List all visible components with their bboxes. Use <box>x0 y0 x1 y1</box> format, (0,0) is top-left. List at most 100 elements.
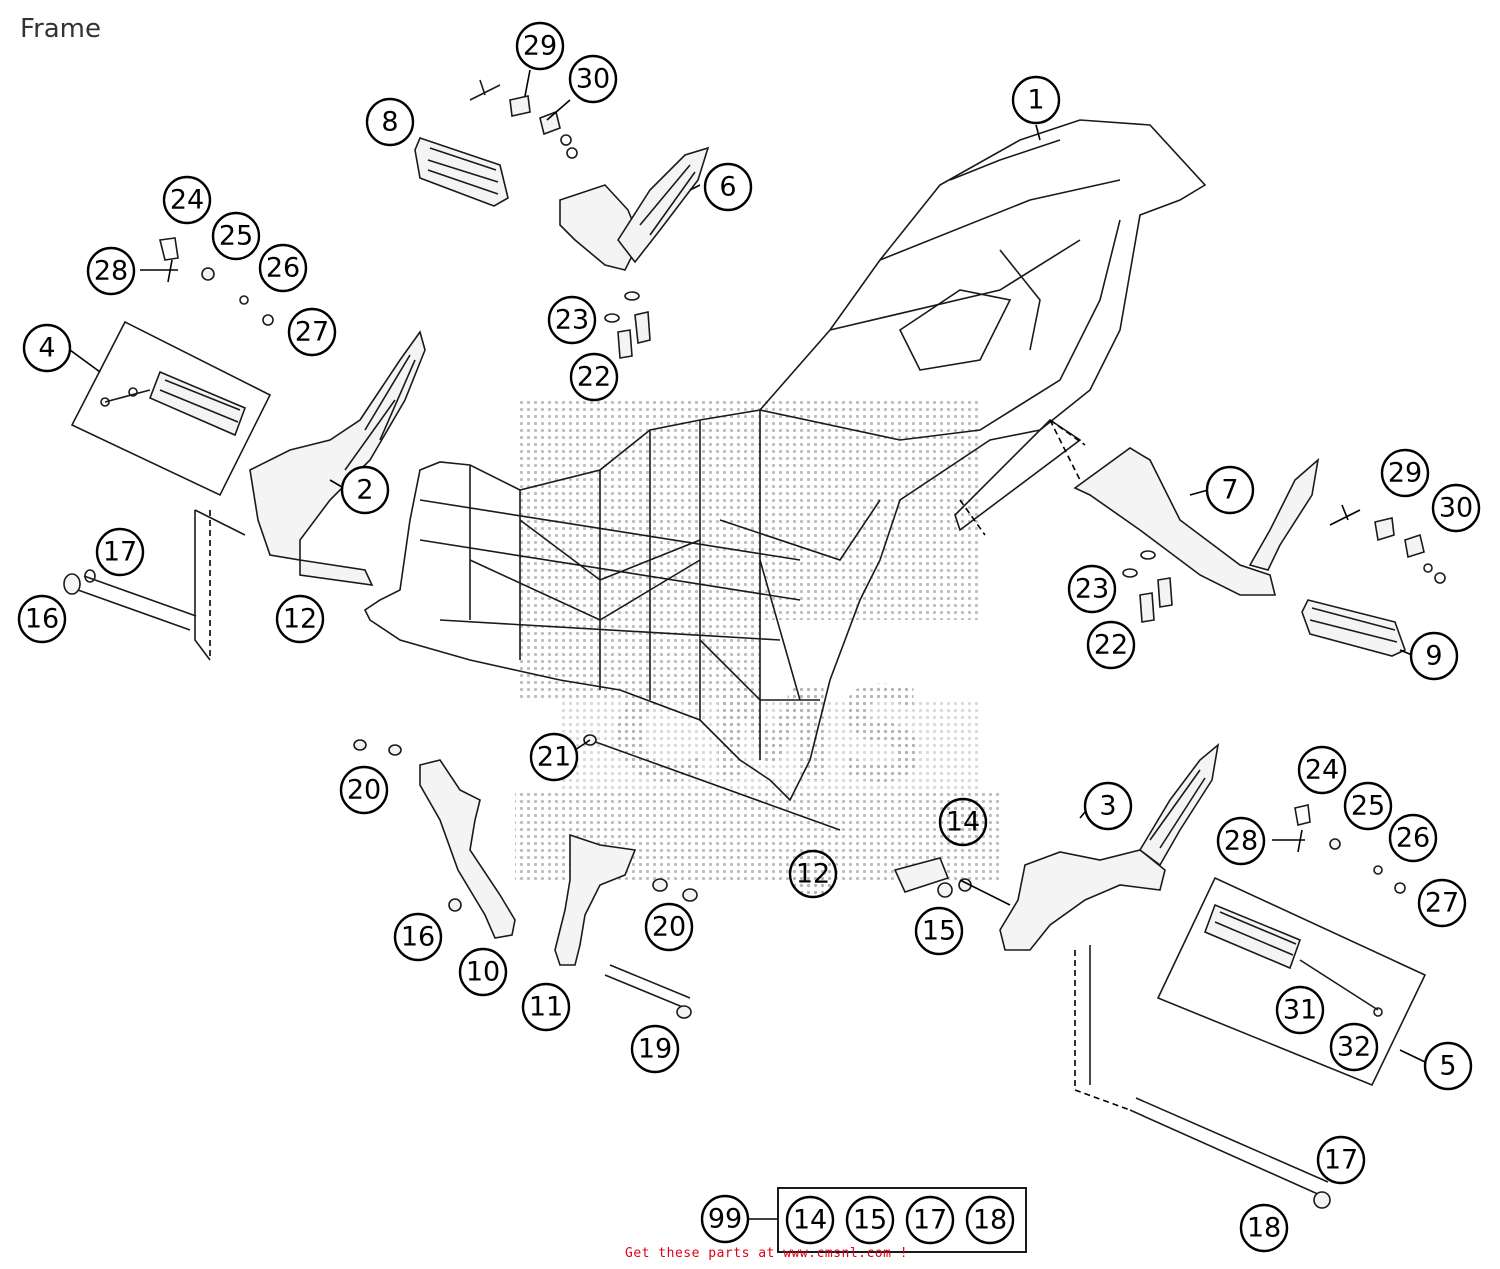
callout-28-left[interactable]: 28 <box>86 246 136 296</box>
callout-30-top[interactable]: 30 <box>568 54 618 104</box>
hardware-right-22-23-drawing <box>1122 550 1173 623</box>
svg-text:9: 9 <box>1425 641 1442 672</box>
svg-text:12: 12 <box>796 859 830 890</box>
watermark-shading <box>515 400 1000 880</box>
svg-text:21: 21 <box>537 742 571 773</box>
callout-16-left[interactable]: 16 <box>17 594 67 644</box>
callout-1[interactable]: 1 <box>1011 75 1061 125</box>
callout-3[interactable]: 3 <box>1083 781 1133 831</box>
svg-text:14: 14 <box>793 1205 827 1236</box>
callout-19[interactable]: 19 <box>630 1024 680 1074</box>
svg-text:29: 29 <box>523 31 557 62</box>
callout-22-right[interactable]: 22 <box>1086 620 1136 670</box>
svg-text:14: 14 <box>946 807 980 838</box>
callout-29-right[interactable]: 29 <box>1380 448 1430 498</box>
svg-text:28: 28 <box>94 256 128 287</box>
footpeg-8-drawing <box>414 137 509 207</box>
footpeg-right-box-drawing <box>1156 876 1427 1087</box>
callout-32[interactable]: 32 <box>1329 1022 1379 1072</box>
svg-text:25: 25 <box>1351 791 1385 822</box>
svg-text:18: 18 <box>1247 1213 1281 1244</box>
callout-4[interactable]: 4 <box>22 323 72 373</box>
footrest-bracket-right-drawing <box>999 742 1220 951</box>
callout-6[interactable]: 6 <box>703 162 753 212</box>
kit-box-drawing <box>748 1187 1027 1253</box>
callout-29-top[interactable]: 29 <box>515 21 565 71</box>
callout-26-left[interactable]: 26 <box>258 243 308 293</box>
callout-99[interactable]: 99 <box>700 1194 750 1244</box>
svg-text:17: 17 <box>1324 1145 1358 1176</box>
footer-link[interactable]: Get these parts at www.cmsnl.com ! <box>625 1246 909 1261</box>
callout-22-top[interactable]: 22 <box>569 352 619 402</box>
watermark-text: CMS <box>611 659 929 811</box>
kit-item-17[interactable]: 17 <box>905 1195 955 1245</box>
callout-24-right[interactable]: 24 <box>1297 745 1347 795</box>
hardware-24-28-left-drawing <box>140 237 274 326</box>
bracket-7-drawing <box>959 419 1320 596</box>
callout-18[interactable]: 18 <box>1239 1203 1289 1253</box>
callout-7[interactable]: 7 <box>1205 465 1255 515</box>
hardware-22-23-top-drawing <box>604 291 651 359</box>
footpeg-left-box-drawing <box>69 320 272 497</box>
kit-item-18[interactable]: 18 <box>965 1195 1015 1245</box>
callout-30-right[interactable]: 30 <box>1431 483 1481 533</box>
callout-25-left[interactable]: 25 <box>211 211 261 261</box>
callout-11[interactable]: 11 <box>521 982 571 1032</box>
callout-23-top[interactable]: 23 <box>547 295 597 345</box>
callout-14[interactable]: 14 <box>938 797 988 847</box>
callouts: 1 2 3 4 5 6 7 8 9 10 11 12 12 14 15 16 1… <box>17 21 1481 1253</box>
callout-10[interactable]: 10 <box>458 947 508 997</box>
callout-12-lower[interactable]: 12 <box>788 849 838 899</box>
svg-text:26: 26 <box>266 253 300 284</box>
callout-23-right[interactable]: 23 <box>1067 564 1117 614</box>
svg-text:10: 10 <box>466 957 500 988</box>
callout-26-right[interactable]: 26 <box>1388 813 1438 863</box>
callout-8[interactable]: 8 <box>365 97 415 147</box>
svg-text:28: 28 <box>1224 826 1258 857</box>
callout-20-lower[interactable]: 20 <box>644 902 694 952</box>
svg-text:2: 2 <box>356 475 373 506</box>
callout-28-right[interactable]: 28 <box>1216 816 1266 866</box>
svg-text:17: 17 <box>913 1205 947 1236</box>
svg-text:1: 1 <box>1027 85 1044 116</box>
svg-text:6: 6 <box>719 172 736 203</box>
svg-text:23: 23 <box>1075 574 1109 605</box>
svg-text:22: 22 <box>1094 630 1128 661</box>
kit-item-14[interactable]: 14 <box>785 1195 835 1245</box>
svg-text:29: 29 <box>1388 458 1422 489</box>
callout-17-left[interactable]: 17 <box>95 527 145 577</box>
svg-text:20: 20 <box>652 912 686 943</box>
callout-12-upper[interactable]: 12 <box>275 594 325 644</box>
pivot-shaft-left-drawing <box>63 569 197 631</box>
svg-text:3: 3 <box>1099 791 1116 822</box>
callout-20-left[interactable]: 20 <box>339 765 389 815</box>
svg-text:12: 12 <box>283 604 317 635</box>
svg-text:19: 19 <box>638 1034 672 1065</box>
svg-text:15: 15 <box>922 916 956 947</box>
callout-27-right[interactable]: 27 <box>1417 878 1467 928</box>
callout-16-lower[interactable]: 16 <box>393 912 443 962</box>
callout-9[interactable]: 9 <box>1409 631 1459 681</box>
svg-text:22: 22 <box>577 362 611 393</box>
hardware-top-drawing <box>469 69 578 159</box>
callout-15[interactable]: 15 <box>914 906 964 956</box>
callout-21[interactable]: 21 <box>529 732 579 782</box>
callout-27-left[interactable]: 27 <box>287 307 337 357</box>
lower-hangers-drawing <box>353 734 1011 1019</box>
kit-item-15[interactable]: 15 <box>845 1195 895 1245</box>
svg-text:16: 16 <box>401 922 435 953</box>
svg-text:16: 16 <box>25 604 59 635</box>
callout-17-right[interactable]: 17 <box>1316 1135 1366 1185</box>
svg-text:18: 18 <box>973 1205 1007 1236</box>
pivot-shaft-right-drawing <box>1074 945 1331 1209</box>
svg-text:20: 20 <box>347 775 381 806</box>
callout-2[interactable]: 2 <box>340 465 390 515</box>
callout-24-left[interactable]: 24 <box>162 175 212 225</box>
callout-31[interactable]: 31 <box>1275 985 1325 1035</box>
svg-text:26: 26 <box>1396 823 1430 854</box>
svg-text:11: 11 <box>529 992 563 1023</box>
callout-5[interactable]: 5 <box>1423 1041 1473 1091</box>
callout-25-right[interactable]: 25 <box>1343 781 1393 831</box>
page-title: Frame <box>20 14 102 44</box>
svg-text:30: 30 <box>1439 493 1473 524</box>
